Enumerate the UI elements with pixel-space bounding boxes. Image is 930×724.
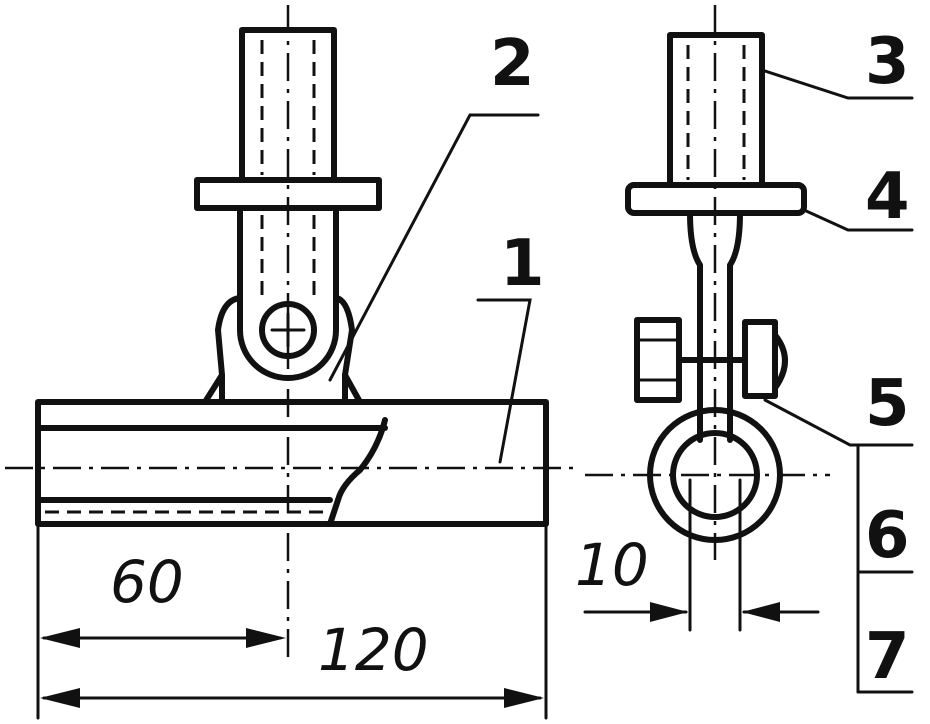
bar-body — [35, 399, 549, 527]
side-nut — [634, 317, 682, 403]
leader-4 — [802, 208, 914, 232]
callout-label: 1 — [500, 227, 545, 301]
side-bolt-head — [742, 319, 778, 399]
side-view — [583, 5, 914, 694]
leader-1 — [476, 298, 532, 464]
dimension-text-10: 10 — [575, 531, 649, 599]
callout-label: 6 — [865, 499, 910, 573]
bracket-right — [333, 295, 363, 405]
dimension-text-120: 120 — [318, 616, 429, 684]
hinge-bolt — [259, 301, 317, 359]
leader-3 — [760, 68, 914, 100]
side-washer — [625, 182, 807, 216]
front-view — [5, 5, 575, 720]
dimension-text-60: 60 — [110, 548, 184, 616]
front-washer — [194, 177, 382, 211]
section-break — [327, 417, 388, 527]
bracket-left — [202, 295, 243, 405]
leader-2 — [328, 113, 540, 382]
callout-label: 7 — [865, 620, 910, 694]
callout-label: 3 — [865, 25, 910, 99]
callout-label: 4 — [865, 160, 910, 234]
callout-label: 5 — [865, 367, 910, 441]
leader-5 — [763, 398, 914, 447]
callout-label: 2 — [490, 27, 535, 101]
